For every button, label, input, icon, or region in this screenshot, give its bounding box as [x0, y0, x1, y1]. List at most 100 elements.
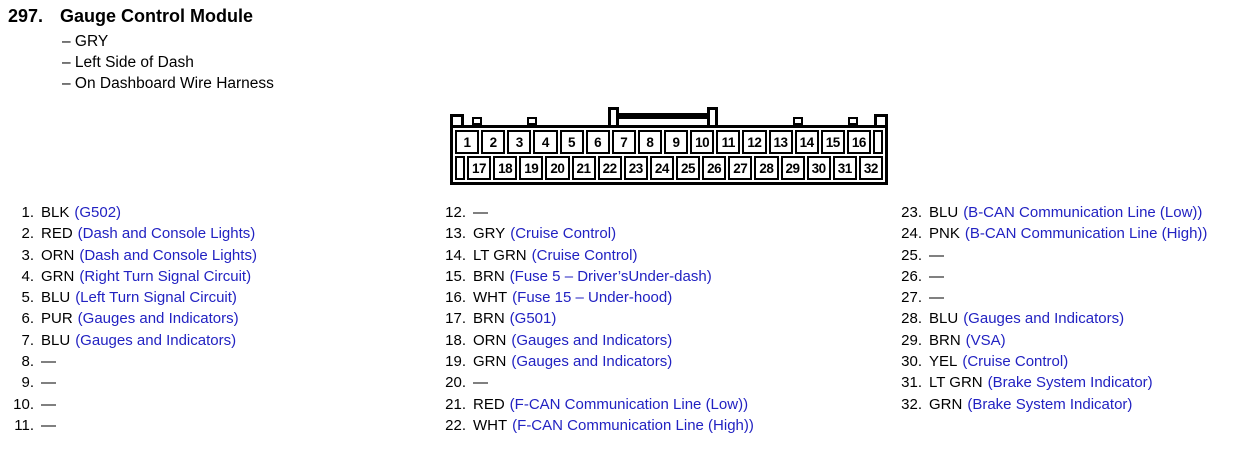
pin-number: 32. — [901, 395, 922, 413]
pin-row: 5.BLU(Left Turn Signal Circuit) — [8, 287, 257, 308]
pin-number: 7. — [21, 331, 34, 349]
pin-row: 11.— — [8, 415, 257, 436]
pin-wire-color: BRN — [473, 267, 505, 285]
pin-wire-color: GRN — [929, 395, 963, 413]
pin-circuit: (Dash and Console Lights) — [79, 246, 257, 264]
pin-number: 6. — [21, 310, 34, 328]
connector-blank-cell — [455, 156, 465, 180]
connector-pin-cell: 24 — [649, 156, 674, 180]
pin-number: 26. — [901, 267, 922, 285]
detail-line: – On Dashboard Wire Harness — [62, 75, 274, 92]
connector-pin-cell: 14 — [794, 130, 819, 154]
connector-pin-cell: 31 — [832, 156, 857, 180]
connector-pin-cell: 4 — [533, 130, 558, 154]
detail-line: – GRY — [62, 33, 109, 50]
pin-wire-color: ORN — [41, 246, 75, 264]
pin-row: 1.BLK(G502) — [8, 202, 257, 223]
pin-wire-color: GRN — [473, 353, 507, 371]
pin-number: 19. — [445, 353, 466, 371]
pin-number: 30. — [901, 353, 922, 371]
pin-number: 23. — [901, 204, 922, 221]
connector-pin-cell: 22 — [597, 156, 622, 180]
pin-row: 13.GRY(Cruise Control) — [440, 223, 754, 244]
pin-row: 30.YEL(Cruise Control) — [896, 351, 1207, 372]
pin-number: 17. — [445, 310, 466, 328]
pin-wire-color: GRN — [41, 267, 75, 285]
connector-pin-cell: 18 — [493, 156, 518, 180]
pin-row: 17.BRN(G501) — [440, 308, 754, 329]
connector-pin-cell: 28 — [754, 156, 779, 180]
connector-pin-cell: 7 — [611, 130, 636, 154]
pin-circuit: (G501) — [509, 310, 557, 328]
connector-pin-cell: 11 — [716, 130, 741, 154]
connector-pin-cell: 5 — [559, 130, 584, 154]
connector-pin-cell: 23 — [623, 156, 648, 180]
pin-wire-color: — — [473, 374, 488, 392]
pin-row: 14.LT GRN(Cruise Control) — [440, 245, 754, 266]
connector-pin-cell: 26 — [702, 156, 727, 180]
pin-list-column-2: 12.— 13.GRY(Cruise Control) 14.LT GRN(Cr… — [440, 202, 754, 436]
pin-number: 5. — [21, 289, 34, 307]
detail-line: – Left Side of Dash — [62, 54, 194, 71]
item-number: 297. — [8, 6, 44, 26]
pin-wire-color: — — [41, 416, 56, 434]
pin-row: 10. — — [8, 394, 257, 415]
pin-row: 21.RED(F-CAN Communication Line (Low)) — [440, 394, 754, 415]
pin-wire-color: GRY — [473, 225, 506, 243]
pin-row: 31.LT GRN(Brake System Indicator) — [896, 372, 1207, 393]
pin-circuit: (Dash and Console Lights) — [77, 225, 256, 243]
connector-pin-cell: 13 — [768, 130, 793, 154]
pin-circuit: (Gauges and Indicators) — [75, 331, 237, 349]
pin-row: 12.— — [440, 202, 754, 223]
pin-number: 28. — [901, 310, 922, 328]
pin-wire-color: LT GRN — [929, 374, 983, 392]
pin-row: 22.WHT(F-CAN Communication Line (High)) — [440, 415, 754, 436]
title-line: 297. Gauge Control Module — [8, 5, 274, 27]
pin-number: 12. — [445, 204, 466, 221]
pin-wire-color: — — [929, 267, 944, 285]
pin-circuit: (F-CAN Communication Line (Low)) — [509, 395, 749, 413]
pin-row: 23.BLU(B-CAN Communication Line (Low)) — [896, 202, 1207, 223]
pin-wire-color: WHT — [473, 416, 508, 434]
pin-row: 3.ORN(Dash and Console Lights) — [8, 245, 257, 266]
pin-wire-color: BLK — [41, 204, 70, 221]
connector-pin-cell: 25 — [676, 156, 701, 180]
pin-wire-color: RED — [41, 225, 73, 243]
pin-circuit: (Brake System Indicator) — [967, 395, 1133, 413]
pin-number: 8. — [21, 353, 34, 371]
pin-number: 10. — [13, 395, 34, 413]
pin-number: 18. — [445, 331, 466, 349]
pin-circuit: (Gauges and Indicators) — [511, 353, 673, 371]
pin-wire-color: — — [929, 289, 944, 307]
pin-wire-color: WHT — [473, 289, 508, 307]
connector-pin-cell: 12 — [742, 130, 767, 154]
pin-number: 13. — [445, 225, 466, 243]
connector-pin-cell: 1 — [455, 130, 480, 154]
connector-pin-cell: 10 — [690, 130, 715, 154]
pin-wire-color: RED — [473, 395, 505, 413]
connector-pin-cell: 32 — [858, 156, 883, 180]
connector-blank-cell — [873, 130, 883, 154]
connector-pin-cell: 20 — [545, 156, 570, 180]
connector-body: 1 2 3 4 5 6 7 8 9 10 11 12 13 14 15 16 1 — [450, 125, 888, 185]
pin-circuit: (Right Turn Signal Circuit) — [79, 267, 252, 285]
pin-list-column-3: 23.BLU(B-CAN Communication Line (Low)) 2… — [896, 202, 1207, 415]
page-title: Gauge Control Module — [60, 6, 253, 26]
connector-pin-cell: 16 — [846, 130, 871, 154]
pin-wire-color: — — [929, 246, 944, 264]
component-details: – GRY – Left Side of Dash – On Dashboard… — [62, 31, 274, 94]
connector-left-corner-tab — [450, 114, 464, 125]
pin-circuit: (B-CAN Communication Line (Low)) — [963, 204, 1203, 221]
pin-circuit: (VSA) — [965, 331, 1006, 349]
pin-row: 25.— — [896, 245, 1207, 266]
pin-row: 2.RED(Dash and Console Lights) — [8, 223, 257, 244]
pin-circuit: (Cruise Control) — [531, 246, 638, 264]
pin-row: 16.WHT(Fuse 15 – Under-hood) — [440, 287, 754, 308]
connector-pin-cell: 6 — [585, 130, 610, 154]
pin-wire-color: — — [41, 353, 56, 371]
pin-row: 18.ORN(Gauges and Indicators) — [440, 330, 754, 351]
pin-wire-color: — — [41, 395, 56, 413]
connector-pin-cell: 21 — [571, 156, 596, 180]
pin-wire-color: PNK — [929, 225, 960, 243]
